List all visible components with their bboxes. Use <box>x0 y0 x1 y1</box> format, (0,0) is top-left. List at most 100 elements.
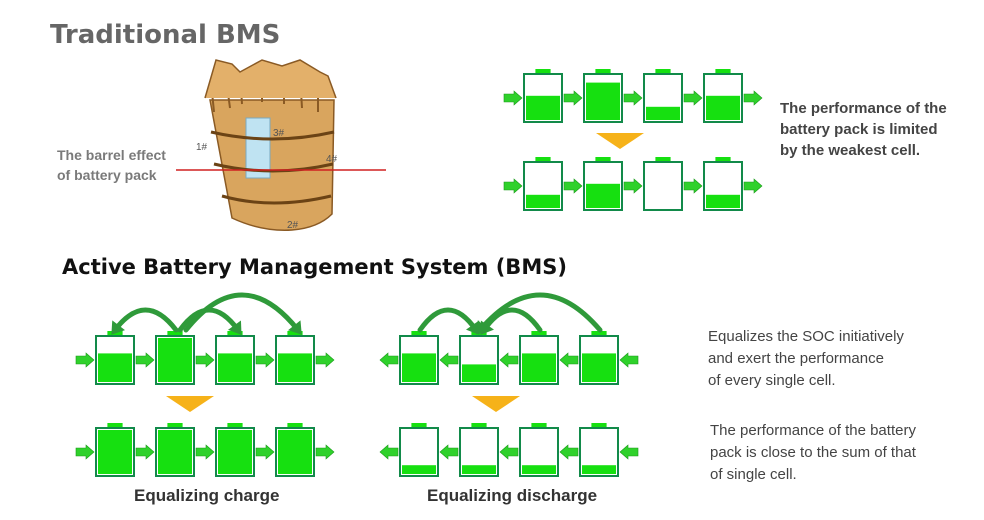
discharge-before-row-battery-3-charge-level <box>522 353 556 382</box>
wooden-barrel-illustration <box>204 59 337 231</box>
charge-after-row-battery-1-terminal <box>107 423 123 428</box>
discharge-after-row-battery-3-terminal <box>531 423 547 428</box>
traditional-before-row-arrow-4 <box>683 90 703 106</box>
traditional-before-row-arrow-2 <box>563 90 583 106</box>
barrel-label-line1: The barrel effect <box>57 147 166 163</box>
traditional-before-row-battery-1-terminal <box>535 69 551 74</box>
traditional-after-row-battery-2-charge-level <box>586 183 620 208</box>
charge-after-row-arrow-3 <box>195 444 215 460</box>
traditional-before-row-battery-3-terminal <box>655 69 671 74</box>
discharge-before-row-battery-2-charge-level <box>462 364 496 382</box>
traditional-after-row-battery-3-casing <box>643 161 683 211</box>
traditional-before-row-battery-2-terminal <box>595 69 611 74</box>
discharge-down-arrow <box>472 396 520 412</box>
charge-before-row-arrow-1 <box>75 352 95 368</box>
charge-curve-to-cell4 <box>183 292 301 333</box>
traditional-before-row-arrow-1 <box>503 90 523 106</box>
discharge-before-row-arrow-4 <box>559 352 579 368</box>
discharge-before-row-arrow-2 <box>439 352 459 368</box>
traditional-after-row-battery-4-charge-level <box>706 194 740 208</box>
charge-curve-to-cell1 <box>112 307 179 333</box>
discharge-after-row-battery-2-terminal <box>471 423 487 428</box>
charge-before-row-battery-1-charge-level <box>98 353 132 382</box>
traditional-before-row-battery-3-charge-level <box>646 106 680 120</box>
charge-down-arrow <box>166 396 214 412</box>
traditional-before-row-arrow-5 <box>743 90 763 106</box>
discharge-before-row-battery-1-charge-level <box>402 353 436 382</box>
charge-curve-to-cell4-head <box>288 320 302 335</box>
charge-after-row-arrow-1 <box>75 444 95 460</box>
equalize-desc-line3: of every single cell. <box>708 372 836 389</box>
charge-before-row-arrow-4 <box>255 352 275 368</box>
discharge-after-row-battery-3-charge-level <box>522 465 556 474</box>
active-bms-heading: Active Battery Management System (BMS) <box>62 255 567 279</box>
discharge-before-row-arrow-5 <box>619 352 639 368</box>
traditional-before-row-arrow-3 <box>623 90 643 106</box>
equalizing-discharge-caption: Equalizing discharge <box>427 486 598 505</box>
charge-after-row-battery-4-terminal <box>287 423 303 428</box>
traditional-after-row-arrow-2 <box>563 178 583 194</box>
traditional-description: The performance of the battery pack is l… <box>780 98 947 161</box>
discharge-curve-from-cell1-head <box>466 320 480 335</box>
charge-before-row-arrow-5 <box>315 352 335 368</box>
equalize-desc-line2: and exert the performance <box>708 350 884 367</box>
stave-label-2: 2# <box>287 220 299 231</box>
stave-label-4: 4# <box>326 154 338 165</box>
charge-before-row-battery-2-charge-level <box>158 338 192 382</box>
charge-after-row-battery-2-charge-level <box>158 430 192 474</box>
traditional-desc-line2: battery pack is limited <box>780 121 938 138</box>
discharge-after-row-battery-4-charge-level <box>582 465 616 474</box>
charge-before-row-battery-4-charge-level <box>278 353 312 382</box>
discharge-before-row-battery-4-charge-level <box>582 353 616 382</box>
charge-after-row-battery-2-terminal <box>167 423 183 428</box>
discharge-after-row-battery-2-charge-level <box>462 465 496 474</box>
charge-before-row-battery-4-terminal <box>287 331 303 336</box>
charge-after-row-arrow-5 <box>315 444 335 460</box>
charge-after-row-arrow-2 <box>135 444 155 460</box>
traditional-before-row-battery-4-charge-level <box>706 95 740 120</box>
traditional-after-row-arrow-3 <box>623 178 643 194</box>
discharge-after-row-arrow-5 <box>619 444 639 460</box>
barrel-effect-label: The barrel effect of battery pack <box>57 145 166 185</box>
discharge-before-row-battery-1-terminal <box>411 331 427 336</box>
equalize-desc-line1: Equalizes the SOC initiatively <box>708 328 904 345</box>
traditional-after-row-battery-2-terminal <box>595 157 611 162</box>
discharge-before-row-arrow-1 <box>379 352 399 368</box>
charge-after-row-battery-3-terminal <box>227 423 243 428</box>
traditional-after-row-battery-1-charge-level <box>526 194 560 208</box>
traditional-bms-heading: Traditional BMS <box>50 20 281 50</box>
discharge-after-row-arrow-1 <box>379 444 399 460</box>
charge-after-row-battery-4-charge-level <box>278 430 312 474</box>
traditional-after-row-arrow-4 <box>683 178 703 194</box>
traditional-before-row-battery-1-charge-level <box>526 95 560 120</box>
discharge-before-row-battery-4-terminal <box>591 331 607 336</box>
traditional-after-row-arrow-1 <box>503 178 523 194</box>
charge-after-row-battery-1-charge-level <box>98 430 132 474</box>
charge-curve-to-cell1-head <box>111 320 125 335</box>
traditional-desc-line3: by the weakest cell. <box>780 142 921 159</box>
traditional-down-arrow <box>596 133 644 149</box>
charge-after-row-battery-3-charge-level <box>218 430 252 474</box>
discharge-curve-from-cell4-head <box>476 320 490 335</box>
charge-before-row-battery-3-charge-level <box>218 353 252 382</box>
traditional-before-row-battery-2-charge-level <box>586 82 620 120</box>
charge-after-row-arrow-4 <box>255 444 275 460</box>
stave-label-1: 1# <box>196 142 208 153</box>
charge-before-row-arrow-2 <box>135 352 155 368</box>
pack-performance-description: The performance of the battery pack is c… <box>710 420 916 486</box>
discharge-curve-from-cell1 <box>417 307 479 333</box>
equalizing-charge-caption: Equalizing charge <box>134 486 280 505</box>
discharge-before-row-battery-3-terminal <box>531 331 547 336</box>
pack-desc-line1: The performance of the battery <box>710 422 916 439</box>
stave-label-3: 3# <box>273 128 285 139</box>
barrel-label-line2: of battery pack <box>57 167 157 183</box>
discharge-after-row-battery-4-terminal <box>591 423 607 428</box>
charge-before-row-battery-3-terminal <box>227 331 243 336</box>
discharge-after-row-arrow-2 <box>439 444 459 460</box>
discharge-before-row-arrow-3 <box>499 352 519 368</box>
charge-before-row-arrow-3 <box>195 352 215 368</box>
pack-desc-line2: pack is close to the sum of that <box>710 444 916 461</box>
traditional-after-row-battery-3-terminal <box>655 157 671 162</box>
discharge-curve-from-cell4 <box>477 292 603 333</box>
charge-curve-to-cell3-head <box>228 320 242 335</box>
